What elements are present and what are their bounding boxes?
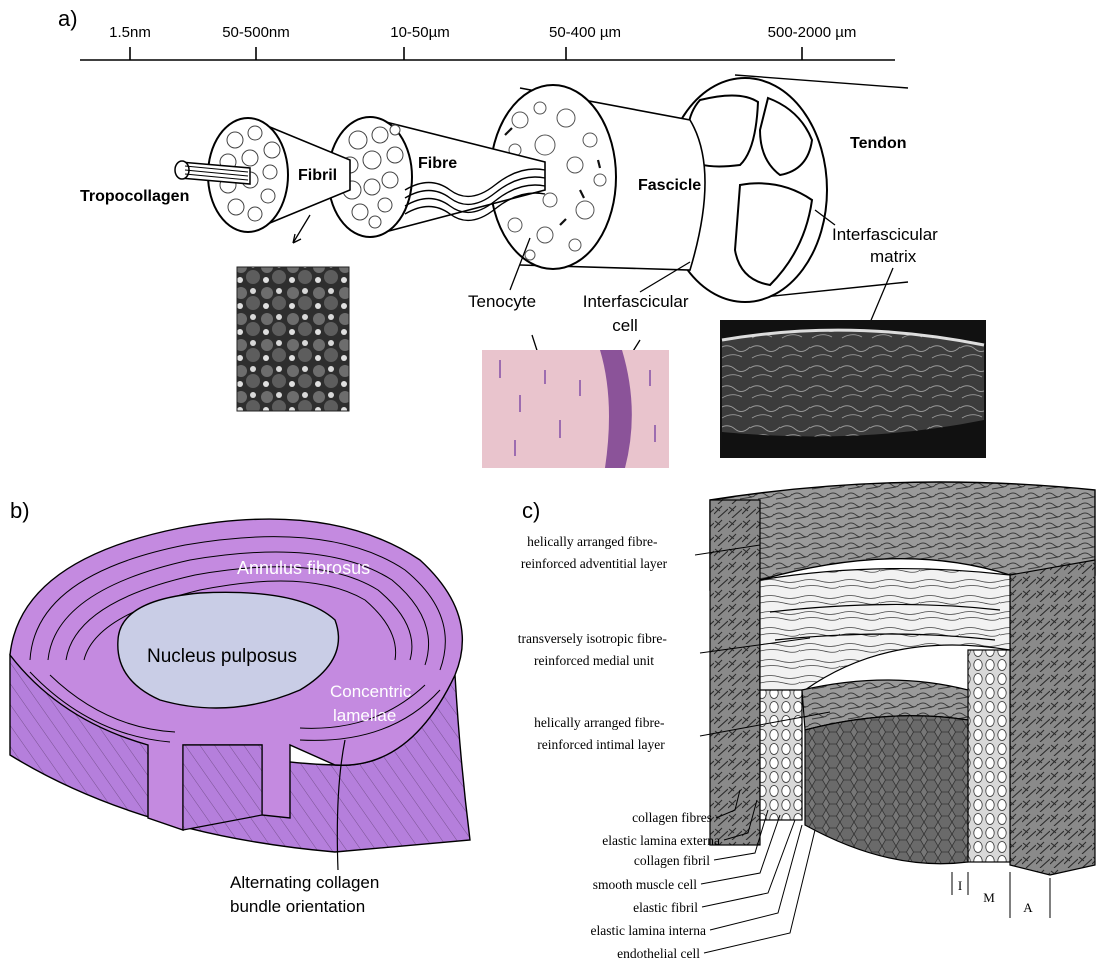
panel-b: b) Annulus fibrosus Nucleus pulposus Con… [10,498,470,916]
layer-label-medial: transversely isotropic fibre- reinforced… [518,631,671,668]
panel-a: a) 1.5nm 50-500nm 10-50µm 50-400 µm 500-… [58,6,986,468]
scale-tick-1: 1.5nm [109,24,151,41]
artery-wall-right [1010,560,1095,875]
fibril-micrograph [237,267,349,411]
wall-label-adventitia: A [1023,900,1033,915]
label-tenocyte: Tenocyte [468,292,536,311]
component-collagen-fibril: collagen fibril [634,853,710,868]
scale-tick-2: 50-500nm [222,24,290,41]
component-elastic-fibril: elastic fibril [633,900,698,915]
label-fibre: Fibre [418,155,457,172]
label-tendon: Tendon [850,135,907,152]
component-elastic-lamina-externa: elastic lamina externa [602,833,720,848]
wall-label-media: M [983,890,995,905]
label-interfascicular-matrix: Interfascicular matrix [832,225,943,266]
panel-a-letter: a) [58,6,78,31]
scale-tick-3: 10-50µm [390,24,450,41]
label-annulus: Annulus fibrosus [237,558,370,578]
disc-notch [183,745,262,830]
label-fascicle: Fascicle [638,177,701,194]
tendon-micrograph [720,320,986,458]
component-elastic-lamina-interna: elastic lamina interna [591,923,706,938]
layer-label-adventitial: helically arranged fibre- reinforced adv… [521,534,668,571]
panel-c-letter: c) [522,498,540,523]
scale-tick-5: 500-2000 µm [768,24,857,41]
component-endothelial-cell: endothelial cell [617,946,700,961]
endothelium [805,716,968,864]
component-collagen-fibres: collagen fibres [632,810,712,825]
label-nucleus: Nucleus pulposus [147,646,297,667]
histology-micrograph [482,350,669,468]
component-labels: collagen fibres elastic lamina externa c… [591,810,720,961]
component-smooth-muscle-cell: smooth muscle cell [593,877,697,892]
wall-brackets [952,872,1050,918]
label-interfascicular-cell: Interfascicular cell [583,292,694,335]
label-tropocollagen: Tropocollagen [80,188,189,205]
layer-label-intimal: helically arranged fibre- reinforced int… [534,715,668,752]
label-fibril: Fibril [298,167,337,184]
wall-label-intima: I [958,878,962,893]
panel-b-letter: b) [10,498,30,523]
media-right [968,650,1010,862]
scale-tick-4: 50-400 µm [549,24,621,41]
panel-c: c) helically arranged fibre- reinforced … [518,482,1095,961]
scale-bar: 1.5nm 50-500nm 10-50µm 50-400 µm 500-200… [80,24,895,60]
label-orientation: Alternating collagen bundle orientation [230,873,384,916]
